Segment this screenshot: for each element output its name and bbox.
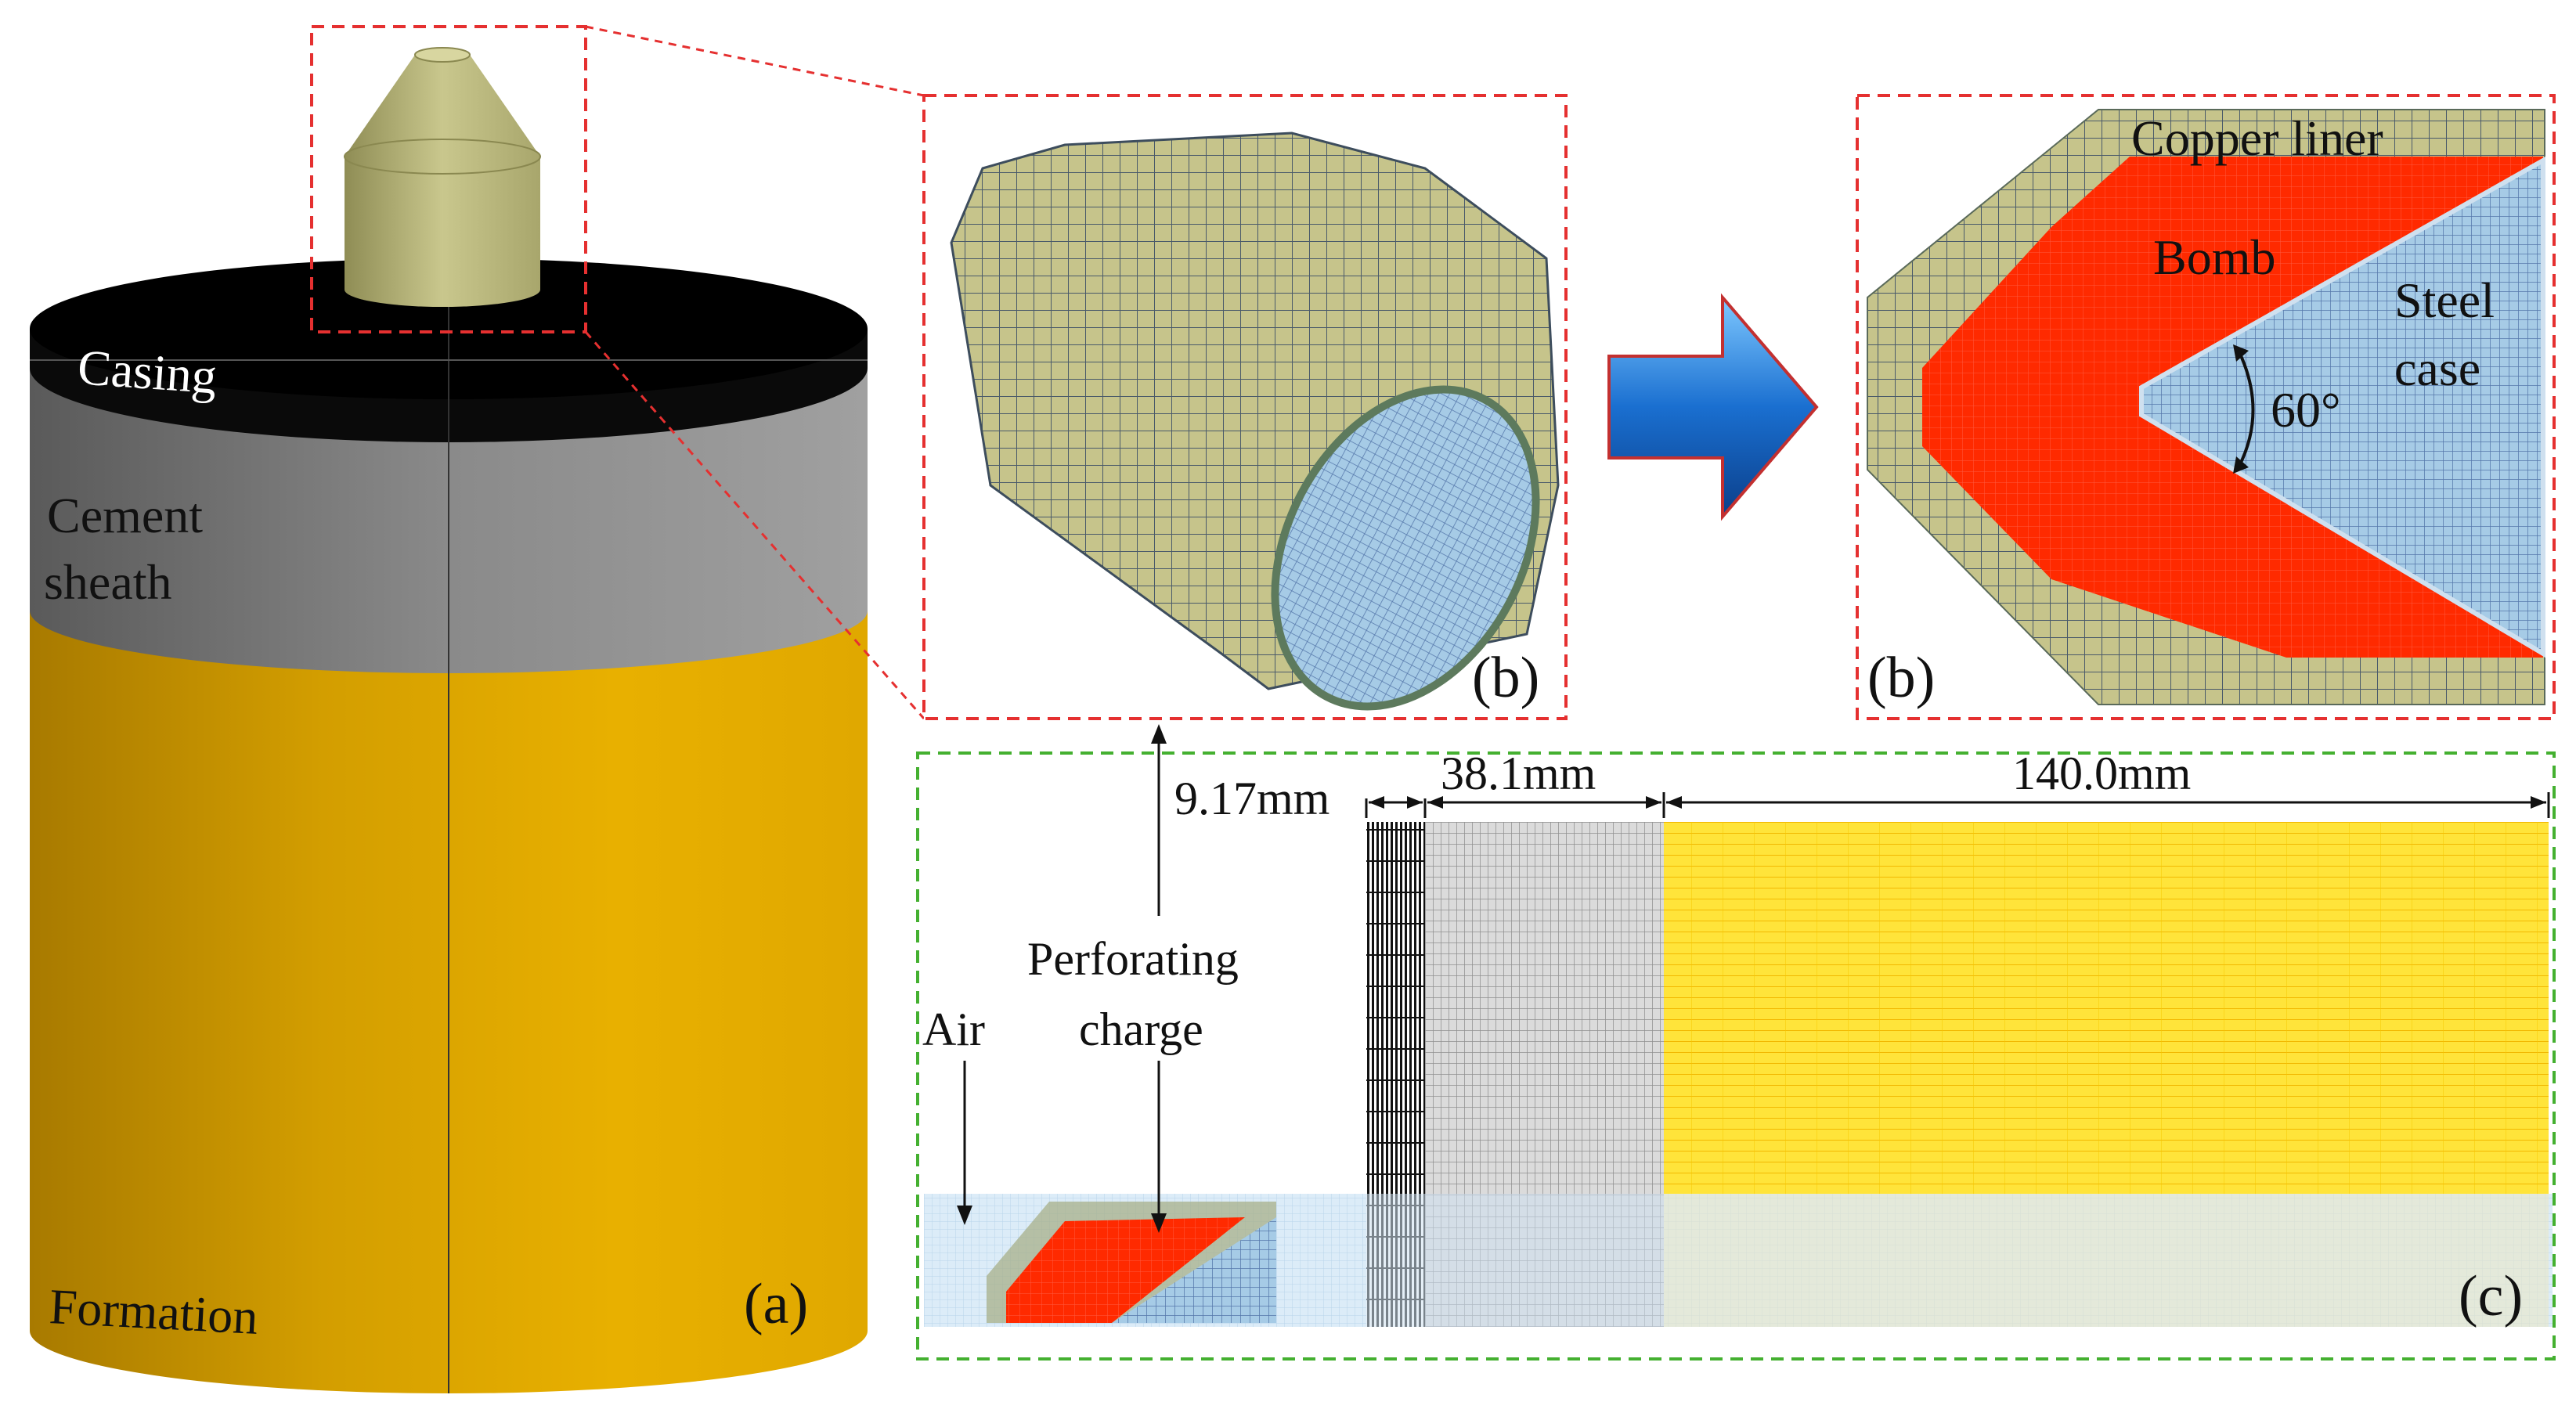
angle-arc (2238, 351, 2255, 467)
zoom-line-bottom (584, 331, 925, 719)
formation-label: Formation (48, 1278, 259, 1345)
charge-label-line2: charge (1079, 1004, 1203, 1055)
charge-label-line1: Perforating (1027, 933, 1239, 985)
air-label: Air (922, 1004, 985, 1055)
panel-b-charge-mesh: (b) (922, 94, 1568, 720)
panel-a-cylinder-model: Casing Cement sheath Formation (a) (30, 47, 868, 1393)
dimension-lines (1365, 792, 2550, 818)
zoom-box-a (310, 25, 587, 333)
dim-casing-label: 9.17mm (1174, 773, 1329, 824)
cement-label-line1: Cement (47, 488, 203, 543)
panel-b-cross-section: Copper liner Bomb Steel case 60° (b) (1856, 94, 2556, 720)
panel-c-2d-model: 9.17mm 38.1mm 140.0mm Perforating charge… (916, 724, 2556, 1361)
panel-b-mesh-label: (b) (1472, 646, 1539, 710)
panel-a-label: (a) (744, 1272, 808, 1336)
charge-mesh-liner-opening (1271, 385, 1540, 711)
transition-arrow (1607, 293, 1819, 521)
panel-c-label: (c) (2459, 1264, 2523, 1328)
panel-b-section-label: (b) (1867, 646, 1935, 710)
casing-label: Casing (76, 339, 218, 404)
steel-label-line1: Steel (2394, 272, 2495, 328)
cement-label-line2: sheath (44, 554, 172, 610)
dim-formation-label: 140.0mm (2012, 748, 2191, 799)
steel-label-line2: case (2394, 341, 2480, 396)
angle-label: 60° (2271, 382, 2341, 438)
perforating-charge-3d (344, 47, 541, 307)
dim-cement-label: 38.1mm (1441, 748, 1596, 799)
bomb-label: Bomb (2153, 229, 2275, 285)
copper-liner-label: Copper liner (2131, 110, 2383, 166)
steel-case-region (2139, 156, 2545, 658)
charge-2d-bomb (1006, 1217, 1245, 1323)
charge-2d-liner (1112, 1217, 1276, 1323)
zoom-line-top (585, 25, 925, 97)
pointer-arrows (957, 724, 1167, 1233)
formation-mesh (1664, 822, 2549, 1194)
